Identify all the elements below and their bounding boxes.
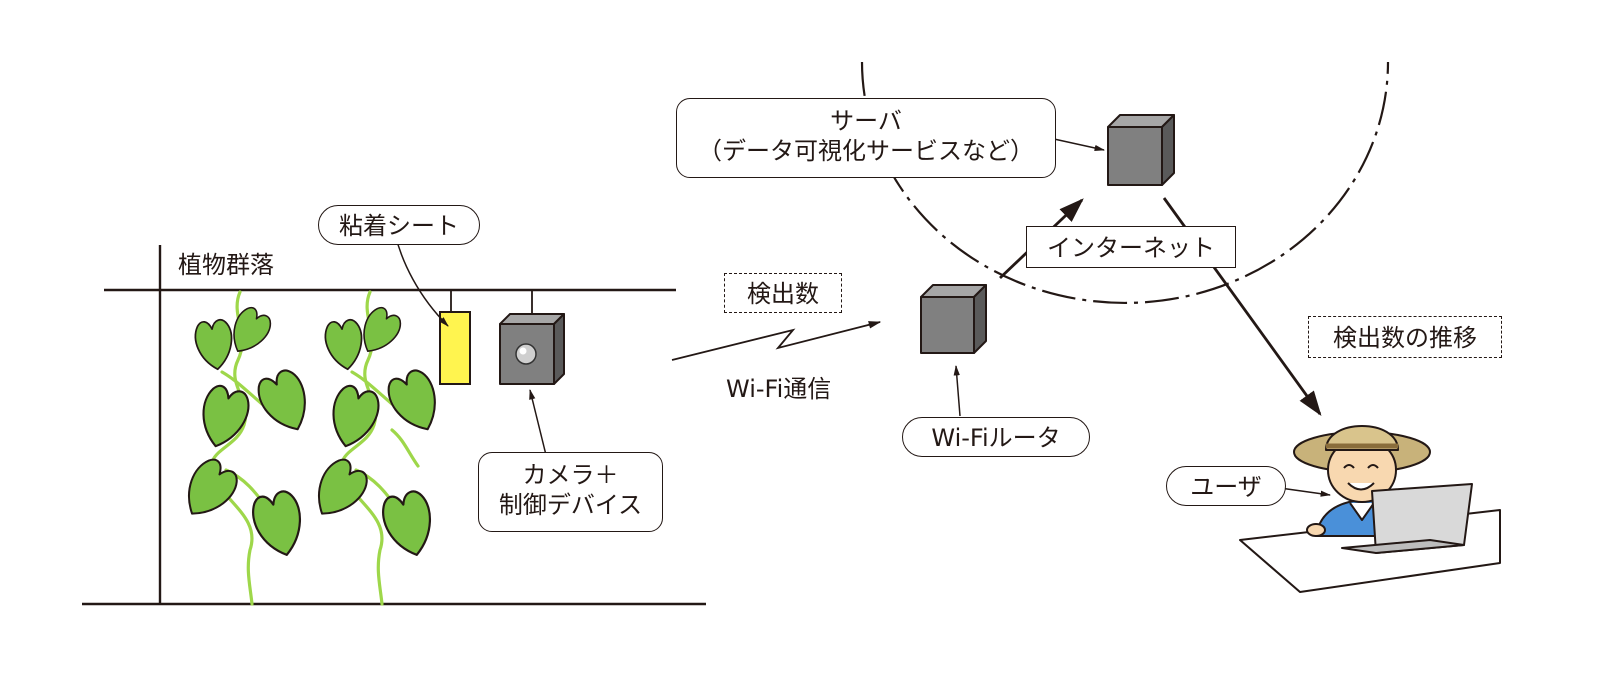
laptop: [1341, 483, 1473, 554]
plant-community-label: 植物群落: [178, 251, 274, 279]
user-illustration: [1293, 425, 1431, 537]
server-label-line1: サーバ: [830, 107, 902, 135]
leaf: [332, 384, 380, 448]
camera-lens-icon: [515, 343, 537, 365]
camera-leader: [529, 388, 547, 456]
router-leader: [953, 364, 961, 417]
server-callout: サーバ （データ可視化サービスなど）: [676, 98, 1056, 178]
wifi-signal-arrow: [671, 321, 882, 361]
leaf: [194, 318, 233, 371]
user-leader: [1279, 487, 1332, 497]
plant-leaves: [188, 306, 436, 556]
leaf: [382, 490, 432, 556]
plant-frame: [82, 245, 706, 606]
detection-count-label: 検出数: [724, 273, 842, 313]
detection-trend-label: 検出数の推移: [1308, 316, 1502, 358]
camera-device-callout: カメラ＋ 制御デバイス: [478, 452, 663, 532]
wifi-communication-label: Wi-Fi通信: [726, 375, 832, 403]
leaf: [387, 369, 436, 431]
camera-device-label-line1: カメラ＋: [522, 461, 619, 489]
wifi-router-device: [920, 284, 987, 354]
leaf: [252, 490, 302, 556]
leaf: [257, 369, 306, 431]
leaf: [324, 318, 363, 371]
leaf: [188, 458, 238, 515]
server-device: [1107, 114, 1175, 186]
camera-device-label-line2: 制御デバイス: [498, 491, 643, 519]
leaf: [202, 384, 250, 448]
internet-label: インターネット: [1026, 226, 1236, 268]
sticky-sheet-callout: 粘着シート: [318, 205, 480, 245]
user-callout: ユーザ: [1166, 466, 1286, 506]
server-label-line2: （データ可視化サービスなど）: [698, 137, 1034, 165]
leaf: [233, 306, 272, 352]
leaf: [363, 306, 402, 352]
leaf: [318, 458, 368, 515]
camera-device: [499, 313, 565, 385]
wifi-router-callout: Wi-Fiルータ: [902, 417, 1090, 457]
server-leader: [1053, 138, 1106, 152]
